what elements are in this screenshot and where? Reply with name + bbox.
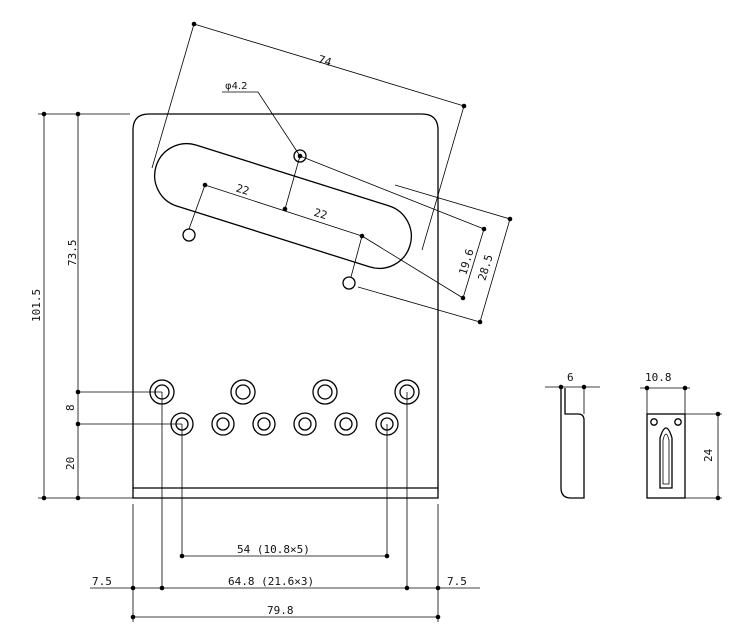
dim-73-5-label: 73.5 <box>66 240 79 267</box>
dim-22b-label: 22 <box>312 206 328 222</box>
side-view <box>545 384 600 499</box>
saddle-view <box>640 385 722 501</box>
dim-20-label: 20 <box>64 457 77 470</box>
dim-6-label: 6 <box>567 371 574 384</box>
bridge-plate <box>132 113 439 499</box>
dim-8-label: 8 <box>64 404 77 411</box>
slot-dimensions <box>151 21 513 325</box>
dim-24-label: 24 <box>702 448 715 462</box>
dim-7-5-right-label: 7.5 <box>447 575 467 588</box>
plate-outline <box>132 113 439 499</box>
dim-54-label: 54 (10.8×5) <box>237 543 310 556</box>
pickup-screw-hole-right <box>342 276 356 290</box>
left-dimensions <box>38 111 182 501</box>
dim-10-8-label: 10.8 <box>645 371 672 384</box>
dim-7-5-left-label: 7.5 <box>92 575 112 588</box>
pickup-slot <box>154 142 412 270</box>
bottom-dimensions <box>90 392 480 622</box>
saddle-holes <box>149 379 420 405</box>
dim-79-8-label: 79.8 <box>267 604 294 617</box>
dim-phi-label: φ4.2 <box>225 81 248 92</box>
string-holes <box>170 412 399 436</box>
dim-74-label: 74 <box>316 53 333 69</box>
dim-101-5-label: 101.5 <box>30 289 43 322</box>
dim-22a-label: 22 <box>234 182 250 198</box>
pickup-screw-hole-left <box>182 228 196 242</box>
dim-64-8-label: 64.8 (21.6×3) <box>228 575 314 588</box>
